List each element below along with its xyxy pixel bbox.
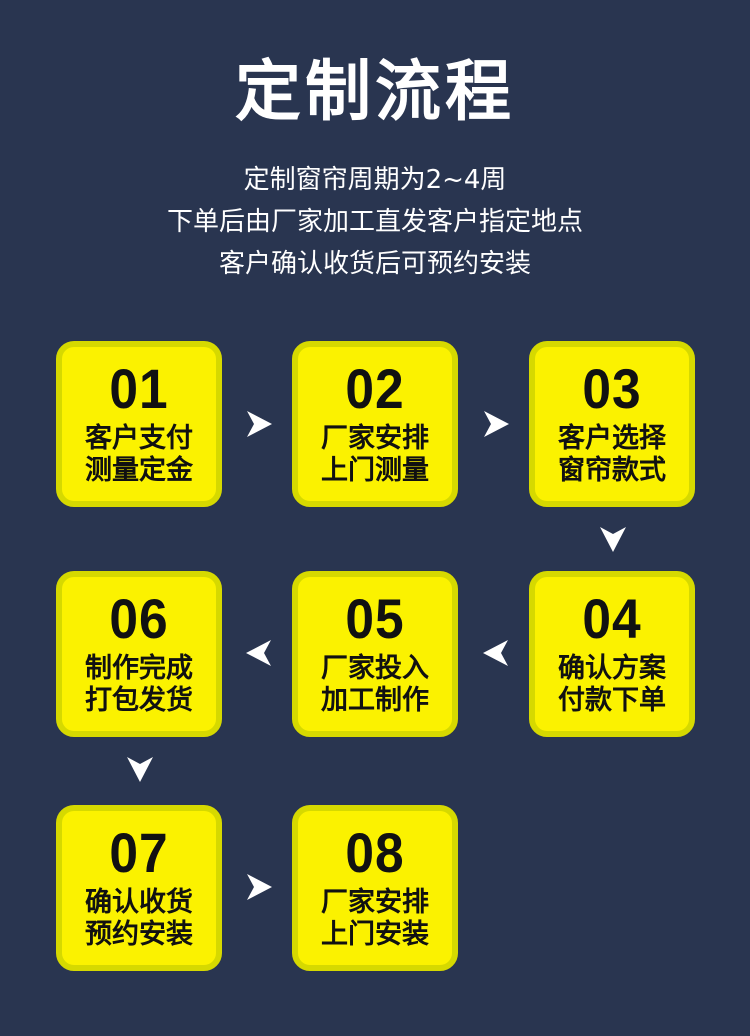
subtitle-line-1: 定制窗帘周期为2~4周 bbox=[243, 165, 507, 195]
step-label-line-2: 付款下单 bbox=[558, 685, 666, 716]
step-label-line-2: 打包发货 bbox=[85, 685, 193, 716]
step-number: 03 bbox=[582, 357, 642, 420]
step-card-03: 03 客户选择 窗帘款式 bbox=[529, 341, 695, 507]
step-card-04: 04 确认方案 付款下单 bbox=[529, 571, 695, 737]
step-card-02: 02 厂家安排 上门测量 bbox=[292, 341, 458, 507]
arrow-down-icon bbox=[125, 754, 155, 784]
arrow-down-icon bbox=[598, 524, 628, 554]
step-card-07: 07 确认收货 预约安装 bbox=[56, 805, 222, 971]
step-label-line-2: 加工制作 bbox=[321, 685, 429, 716]
arrow-left-icon bbox=[481, 638, 511, 668]
step-label-line-2: 测量定金 bbox=[85, 455, 193, 486]
step-number: 07 bbox=[109, 821, 169, 884]
step-label-line-1: 客户选择 bbox=[558, 423, 666, 454]
step-card-08: 08 厂家安排 上门安装 bbox=[292, 805, 458, 971]
step-label-line-1: 确认方案 bbox=[558, 653, 666, 684]
step-number: 02 bbox=[345, 357, 405, 420]
page-title: 定制流程 bbox=[235, 53, 515, 130]
step-number: 05 bbox=[345, 587, 405, 650]
step-label-line-1: 客户支付 bbox=[85, 423, 193, 454]
step-card-01: 01 客户支付 测量定金 bbox=[56, 341, 222, 507]
step-number: 06 bbox=[109, 587, 169, 650]
step-label-line-2: 预约安装 bbox=[85, 919, 193, 950]
subtitle-line-3: 客户确认收货后可预约安装 bbox=[218, 249, 531, 279]
step-label-line-2: 上门安装 bbox=[321, 919, 429, 950]
step-number: 08 bbox=[345, 821, 405, 884]
subtitle-line-2: 下单后由厂家加工直发客户指定地点 bbox=[166, 207, 583, 237]
step-card-05: 05 厂家投入 加工制作 bbox=[292, 571, 458, 737]
step-label-line-1: 厂家投入 bbox=[321, 653, 429, 684]
arrow-right-icon bbox=[481, 409, 511, 439]
step-card-06: 06 制作完成 打包发货 bbox=[56, 571, 222, 737]
step-label-line-1: 制作完成 bbox=[85, 653, 193, 684]
arrow-right-icon bbox=[244, 872, 274, 902]
step-label-line-1: 厂家安排 bbox=[321, 423, 429, 454]
step-label-line-2: 上门测量 bbox=[321, 455, 429, 486]
step-label-line-1: 确认收货 bbox=[85, 887, 193, 918]
arrow-right-icon bbox=[244, 409, 274, 439]
step-number: 01 bbox=[109, 357, 169, 420]
step-label-line-2: 窗帘款式 bbox=[558, 455, 666, 486]
step-label-line-1: 厂家安排 bbox=[321, 887, 429, 918]
step-number: 04 bbox=[582, 587, 642, 650]
arrow-left-icon bbox=[244, 638, 274, 668]
